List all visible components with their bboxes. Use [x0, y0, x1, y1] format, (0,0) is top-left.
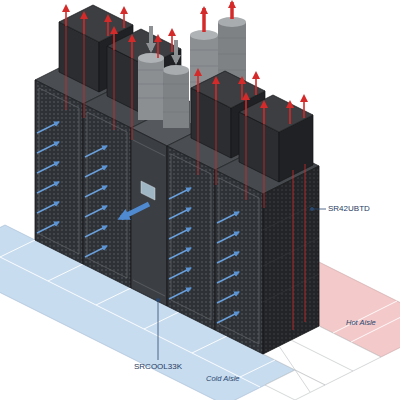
- intake-arrow: [151, 26, 176, 62]
- leader-line: [156, 207, 326, 360]
- aisle-label: Cold Aisle: [206, 374, 240, 384]
- rack-side: [263, 166, 319, 354]
- rack-front: [83, 104, 131, 288]
- floor-tiles: [265, 370, 325, 400]
- exhaust-arrow: [204, 2, 232, 32]
- control-display: [141, 181, 155, 200]
- cold-air-arrow: [37, 122, 239, 323]
- cooling-outlet-arrow: [121, 204, 149, 218]
- part-label: SR42UBTD: [328, 204, 370, 214]
- tile-grid: [333, 301, 400, 342]
- chimney: [239, 95, 313, 182]
- rack-front: [167, 146, 215, 330]
- part-label: SRCOOL33K: [134, 362, 182, 372]
- rack-front: [35, 80, 83, 264]
- hot-air-line: [66, 26, 305, 330]
- hot-air-arrow: [66, 6, 304, 124]
- rack-side-shelves: [263, 202, 319, 302]
- door-frames: [39, 88, 259, 344]
- cabinet-fronts: [35, 80, 263, 354]
- cooling-unit-front: [131, 128, 167, 306]
- rack-front: [215, 170, 263, 354]
- aisle-label: Hot Aisle: [346, 318, 376, 328]
- tile-grid: [279, 340, 353, 392]
